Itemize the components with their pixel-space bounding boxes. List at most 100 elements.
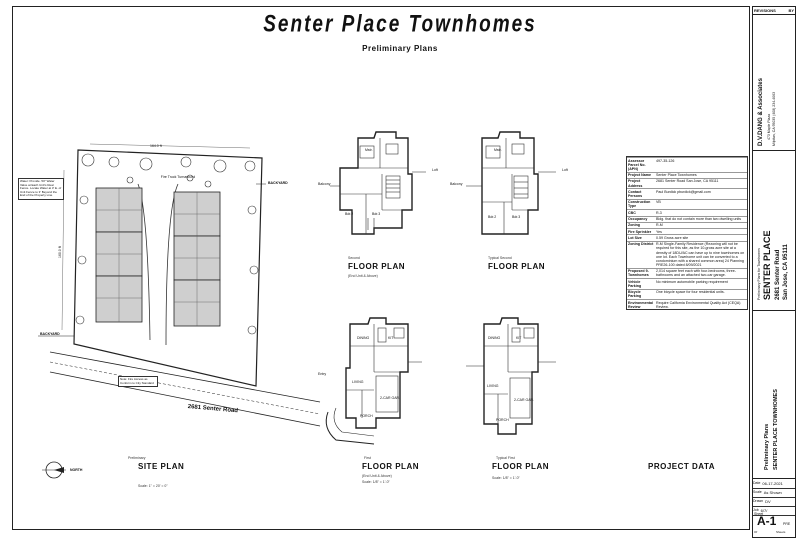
fp1-kicker: Second: [348, 256, 360, 260]
fp3-porch-label: PORCH: [360, 414, 373, 418]
job-label: Job: [753, 508, 759, 513]
fp4-scale: Scale: 1/8" = 1'-0": [492, 476, 520, 480]
fp1-br2-label: Bdr.2: [345, 212, 354, 216]
project-data-key: Bicycle Parking: [627, 288, 655, 300]
site-plan-drawing: [38, 143, 321, 427]
sheet-number: A-1: [757, 514, 777, 528]
project-data-value: Require California Environmental Quality…: [655, 299, 747, 310]
project-address: 2681 Senter Road: [775, 249, 781, 300]
fp4-kicker: Typical First: [496, 456, 515, 460]
project-data-key: Lot Size: [627, 234, 655, 242]
firm-name: D.V.DANG & Associates: [758, 78, 764, 146]
floor-plan-second-end-drawing: [330, 131, 426, 235]
firm-box: [752, 15, 796, 151]
fp4-garage-label: 2-CAR GAR.: [514, 398, 535, 402]
fp3-garage-label: 2-CAR GAR.: [380, 396, 401, 400]
project-data-label: PROJECT DATA: [648, 462, 716, 471]
fp1-mbr-label: Mstr.: [365, 148, 373, 152]
drawn-value: DV: [765, 499, 771, 504]
sheet-info: Date 06-17-2021 Scale As Shown Drawn DV …: [753, 480, 795, 516]
fp2-label: FLOOR PLAN: [488, 262, 545, 271]
fp2-mbr-label: Mstr.: [494, 148, 502, 152]
project-data-key: CBC: [627, 209, 655, 216]
fp2-balcony-label: Balcony: [450, 182, 463, 186]
fp2-br3-label: Bdr.3: [512, 215, 521, 219]
fp4-living-label: LIVING: [487, 384, 499, 388]
project-data-key: Project Address: [627, 177, 655, 189]
date-value: 06-17-2021: [762, 481, 783, 486]
fp1-br3-label: Bdr.3: [372, 212, 381, 216]
project-data-key: Assessor Parcel No. (APN): [627, 157, 655, 173]
site-plan-scale: Scale: 1" = 20' = 0": [138, 484, 168, 488]
fp2-br2-label: Bdr.2: [488, 215, 497, 219]
fire-truck-label: Fire Truck Turnaround: [160, 175, 196, 179]
fp4-porch-label: PORCH: [496, 418, 509, 422]
floor-plan-first-typical-drawing: [466, 317, 556, 435]
fp4-dining-label: DINING: [488, 336, 501, 340]
project-data-value: 497-35-126: [655, 157, 747, 173]
fp3-living-label: LIVING: [352, 380, 364, 384]
fp1-balcony-label: Balcony: [318, 182, 331, 186]
project-data-value: R-3: [655, 209, 747, 216]
project-city: San Jose, CA 95111: [783, 244, 789, 300]
backyard-left-label: BACKYARD: [40, 332, 60, 336]
fp3-kitchen-label: KIT: [388, 336, 394, 340]
fp4-kitchen-label: KIT: [516, 336, 522, 340]
project-data-key: Contact Persons: [627, 188, 655, 200]
project-data-value: Bldg. that do not contain more than two …: [655, 215, 747, 223]
lot-outline: [73, 149, 263, 387]
date-label: Date: [753, 481, 761, 486]
caption-box: [752, 311, 796, 479]
site-plan-kicker: Preliminary: [128, 456, 146, 460]
sheet-caption2: SENTER PLACE TOWNHOMES: [773, 389, 779, 470]
townhome-blocks: [95, 187, 221, 327]
project-data-value: R-M: [655, 221, 747, 229]
drawn-label: Drawn: [753, 499, 764, 504]
project-data-key: Project Name: [627, 171, 655, 179]
fp3-dining-label: DINING: [357, 336, 370, 340]
road-edge: [49, 351, 321, 403]
project-data-key: Construction Type: [627, 198, 655, 210]
project-box: [752, 151, 796, 311]
project-data-key: Zoning District: [627, 240, 655, 269]
project-data-value: Senter Place Townhomes: [655, 171, 747, 179]
project-data-key: Zoning: [627, 221, 655, 229]
project-data-value: Yes: [655, 228, 747, 235]
revisions-header: REVISIONS BY: [752, 6, 796, 15]
sheet-title: Senter Place Townhomes: [263, 11, 537, 38]
sheet-label: Sheet: [754, 512, 764, 516]
fp2-kicker: Typical Second: [488, 256, 512, 260]
of-value: Sheets: [776, 530, 786, 534]
fp4-label: FLOOR PLAN: [492, 462, 549, 471]
fp1-sub: (End Unit & Above): [348, 274, 378, 278]
of-label: Of: [754, 530, 758, 534]
project-data-key: Proposed 9-Townhomes: [627, 267, 655, 279]
firm-line1: 473 Maple Plaza: [767, 113, 771, 140]
project-data-value: 0.59 Gross acre site: [655, 234, 747, 242]
scale-label: Scale: [753, 490, 762, 495]
project-label: Preliminary Plans for Townhomes: [757, 248, 761, 300]
firm-line2: Milpitas, CA 95035 (408) 234-4063: [772, 91, 776, 146]
floor-plan-second-typical-drawing: [466, 131, 556, 235]
project-data-value: 2,014 square feet each with four-bedroom…: [655, 267, 747, 279]
sheet-suffix: PRE: [783, 522, 791, 526]
project-data-key: Occupancy: [627, 215, 655, 223]
floor-plan-first-end-drawing: [325, 317, 422, 445]
fp2-loft-label: Loft: [562, 168, 568, 172]
perimeter-trees: [75, 153, 259, 335]
project-data-value: R-M Single-Family Residence (Rezoning wi…: [655, 240, 747, 269]
fp1-loft-label: Loft: [432, 168, 438, 172]
fp3-sub: (End Unit & Above): [362, 474, 392, 478]
north-arrow-icon: [42, 461, 66, 479]
site-dim-top: 164.0 ft: [150, 144, 162, 148]
sheet-caption: Preliminary Plans: [764, 423, 770, 470]
revisions-label: REVISIONS: [754, 7, 776, 13]
